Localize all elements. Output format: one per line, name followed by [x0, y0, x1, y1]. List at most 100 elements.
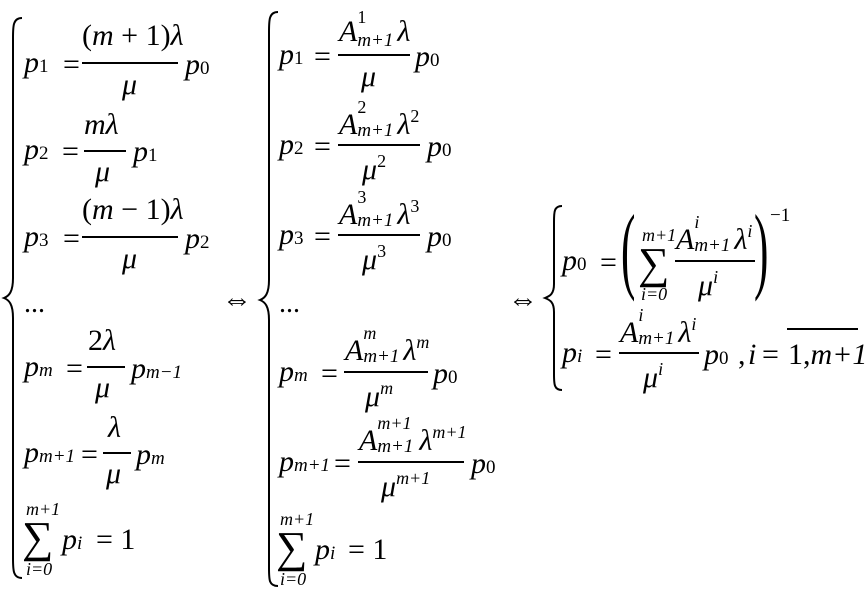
p-symbol: p3	[279, 218, 304, 251]
p-symbol: p0	[427, 220, 452, 253]
denominator: μm	[365, 378, 394, 413]
sum-lower-limit: i=0	[280, 569, 307, 589]
equals-sign: =	[81, 438, 98, 471]
equals-sign: =	[63, 222, 80, 255]
equals-sign: =	[595, 338, 612, 371]
fraction-bar	[675, 260, 755, 262]
p-symbol: p0	[433, 357, 458, 390]
sum-rhs: = 1	[96, 523, 136, 556]
left-brace	[1, 17, 23, 579]
range-overline	[787, 328, 858, 330]
p-symbol: pi	[315, 533, 336, 566]
denominator: μ	[361, 60, 377, 93]
fraction-bar	[338, 54, 410, 56]
sum-lower-limit: i=0	[26, 559, 53, 579]
sum-lower-limit: i=0	[641, 284, 668, 304]
numerator: λ	[108, 411, 121, 444]
p-symbol: pi	[62, 523, 83, 556]
denominator: μ	[122, 242, 138, 275]
equivalence-arrow-2: ⇔	[508, 283, 538, 316]
equals-sign: =	[600, 246, 617, 279]
equals-sign: =	[334, 447, 351, 480]
equals-sign: =	[63, 48, 80, 81]
exponent: −1	[770, 205, 791, 226]
p-symbol: pm	[24, 350, 53, 383]
p-symbol: p0	[427, 130, 452, 163]
denominator: μ	[95, 155, 111, 188]
equals-sign: =	[314, 220, 331, 253]
denominator: μ3	[362, 241, 387, 276]
p-symbol: p1	[24, 46, 49, 79]
equals-sign: =	[66, 352, 83, 385]
denominator: μ	[95, 371, 111, 404]
equals-sign: =	[62, 135, 79, 168]
p-symbol: p2	[24, 133, 49, 166]
index-range: 1,m+1	[788, 338, 868, 371]
middle-brace	[257, 11, 279, 587]
fraction-bar	[84, 150, 126, 152]
numerator: mλ	[84, 108, 119, 141]
equals-sign: =	[762, 338, 779, 371]
equals-sign: =	[321, 357, 338, 390]
equivalence-arrow-1: ⇔	[222, 283, 252, 316]
p-symbol: p2	[185, 222, 210, 255]
p-symbol: pm+1	[24, 436, 76, 469]
p-symbol: pi	[562, 336, 583, 369]
p-symbol: pm	[279, 355, 308, 388]
numerator: (m + 1)λ	[82, 19, 184, 52]
numerator: 2λ	[88, 324, 116, 357]
denominator: μi	[698, 267, 719, 302]
fraction-bar	[338, 144, 420, 146]
fraction-bar	[82, 62, 178, 64]
right-paren: )	[754, 195, 769, 302]
p-symbol: p2	[279, 128, 304, 161]
ellipsis: ...	[24, 288, 45, 319]
equals-sign: =	[314, 130, 331, 163]
denominator: μm+1	[381, 468, 431, 503]
sum-symbol: ∑	[638, 239, 670, 288]
comma: ,	[738, 338, 746, 371]
p-symbol: pm+1	[279, 445, 331, 478]
fraction-bar	[358, 461, 464, 463]
sum-rhs: = 1	[348, 533, 388, 566]
fraction-bar	[338, 234, 420, 236]
p-symbol: p0	[471, 447, 496, 480]
left-paren: (	[621, 195, 636, 302]
sum-upper-limit: m+1	[280, 509, 315, 529]
fraction-bar	[619, 352, 699, 354]
p-symbol: pm−1	[131, 352, 183, 385]
denominator: μ	[122, 68, 138, 101]
fraction-bar	[344, 371, 428, 373]
fraction-bar	[103, 452, 131, 454]
p-symbol: p1	[133, 135, 158, 168]
fraction-bar	[82, 236, 178, 238]
denominator: μ2	[362, 151, 387, 186]
sum-upper-limit: m+1	[26, 499, 61, 519]
p-symbol: p0	[562, 244, 587, 277]
right-brace	[542, 205, 563, 391]
numerator: (m − 1)λ	[82, 193, 184, 226]
ellipsis: ...	[279, 288, 300, 319]
p-symbol: p0	[185, 48, 210, 81]
sum-upper-limit: m+1	[642, 225, 677, 245]
p-symbol: p1	[279, 38, 304, 71]
sum-symbol: ∑	[22, 513, 54, 562]
p-symbol: p0	[704, 338, 729, 371]
equals-sign: =	[314, 40, 331, 73]
fraction-bar	[87, 366, 125, 368]
denominator: μ	[106, 457, 122, 490]
denominator: μi	[643, 359, 664, 394]
p-symbol: p0	[415, 40, 440, 73]
index-variable: i	[748, 338, 757, 371]
sum-symbol: ∑	[276, 523, 308, 572]
p-symbol: p3	[24, 220, 49, 253]
p-symbol: pm	[136, 438, 165, 471]
